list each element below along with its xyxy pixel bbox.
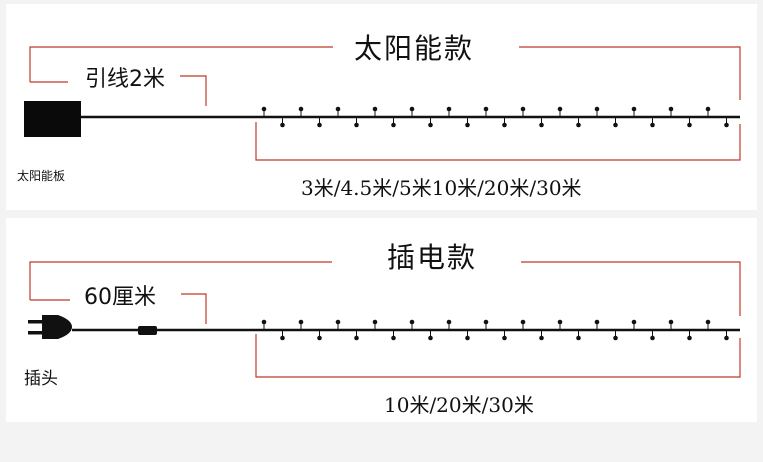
solar-lengths-label: 3米/4.5米/5米10米/20米/30米 (301, 176, 582, 200)
plug-bulb-icon (687, 335, 692, 341)
plug-bulb-icon (280, 335, 285, 341)
plug-lead-label: 60厘米 (84, 285, 156, 310)
plug-bulb-icon (594, 319, 600, 325)
solar-bulb-icon (557, 106, 563, 112)
solar-bulb-icon (446, 106, 452, 112)
solar-bracket-lengths (255, 122, 741, 161)
plug-bulb-icon (409, 319, 415, 325)
solar-bulb-icon (261, 106, 267, 112)
solar-bulb-icon (354, 122, 359, 128)
plug-lengths-label: 10米/20米/30米 (384, 393, 534, 417)
solar-bulb-icon (613, 122, 618, 128)
plug-bulb-icon (631, 319, 637, 325)
solar-bulb-icon (317, 122, 322, 128)
solar-bracket-title (29, 46, 741, 100)
plug-bulb-icon (650, 335, 655, 341)
solar-source-label: 太阳能板 (17, 169, 66, 183)
plug-bulb-icon (483, 319, 489, 325)
plug-bulb-icon (335, 319, 341, 325)
plug-bulb-icon (668, 319, 674, 325)
plug-bulb-icon (446, 319, 452, 325)
plug-version-panel (6, 218, 757, 422)
solar-bulb-icon (576, 122, 581, 128)
solar-bulb-icon (594, 106, 600, 112)
plug-bulb-icon (428, 335, 433, 341)
solar-bulb-icon (668, 106, 674, 112)
plug-source-label: 插头 (24, 369, 58, 389)
solar-bulb-icon (298, 106, 304, 112)
solar-title: 太阳能款 (354, 32, 475, 65)
plug-bulb-icon (465, 335, 470, 341)
plug-bulb-icon (557, 319, 563, 325)
plug-bracket-lead (30, 293, 207, 324)
solar-light-string (256, 106, 740, 128)
solar-panel-box-icon (24, 101, 81, 137)
plug-bulb-icon (539, 335, 544, 341)
plug-bracket-title (29, 261, 741, 316)
solar-bulb-icon (372, 106, 378, 112)
plug-bulb-icon (724, 335, 729, 341)
solar-bulb-icon (502, 122, 507, 128)
solar-bulb-icon (428, 122, 433, 128)
solar-bulb-icon (483, 106, 489, 112)
plug-bulb-icon (576, 335, 581, 341)
solar-bulb-icon (409, 106, 415, 112)
plug-bulb-icon (298, 319, 304, 325)
plug-bulb-icon (372, 319, 378, 325)
plug-bulb-icon (520, 319, 526, 325)
solar-bulb-icon (391, 122, 396, 128)
plug-bulb-icon (613, 335, 618, 341)
solar-bulb-icon (631, 106, 637, 112)
plug-bulb-icon (391, 335, 396, 341)
solar-bulb-icon (465, 122, 470, 128)
solar-bulb-icon (520, 106, 526, 112)
plug-title: 插电款 (387, 241, 478, 274)
solar-bulb-icon (705, 106, 711, 112)
solar-bulb-icon (687, 122, 692, 128)
plug-light-string (256, 319, 740, 341)
solar-bulb-icon (335, 106, 341, 112)
inline-connector-icon (138, 326, 157, 335)
solar-version-panel (6, 4, 757, 210)
solar-bulb-icon (724, 122, 729, 128)
plug-bulb-icon (705, 319, 711, 325)
plug-bulb-icon (317, 335, 322, 341)
power-plug-icon (28, 315, 72, 339)
plug-bulb-icon (261, 319, 267, 325)
plug-bulb-icon (354, 335, 359, 341)
solar-bulb-icon (280, 122, 285, 128)
plug-bulb-icon (502, 335, 507, 341)
solar-lead-label: 引线2米 (85, 67, 165, 92)
solar-bulb-icon (539, 122, 544, 128)
solar-bulb-icon (650, 122, 655, 128)
solar-bracket-lead (30, 75, 207, 106)
plug-bracket-lengths (255, 334, 741, 378)
